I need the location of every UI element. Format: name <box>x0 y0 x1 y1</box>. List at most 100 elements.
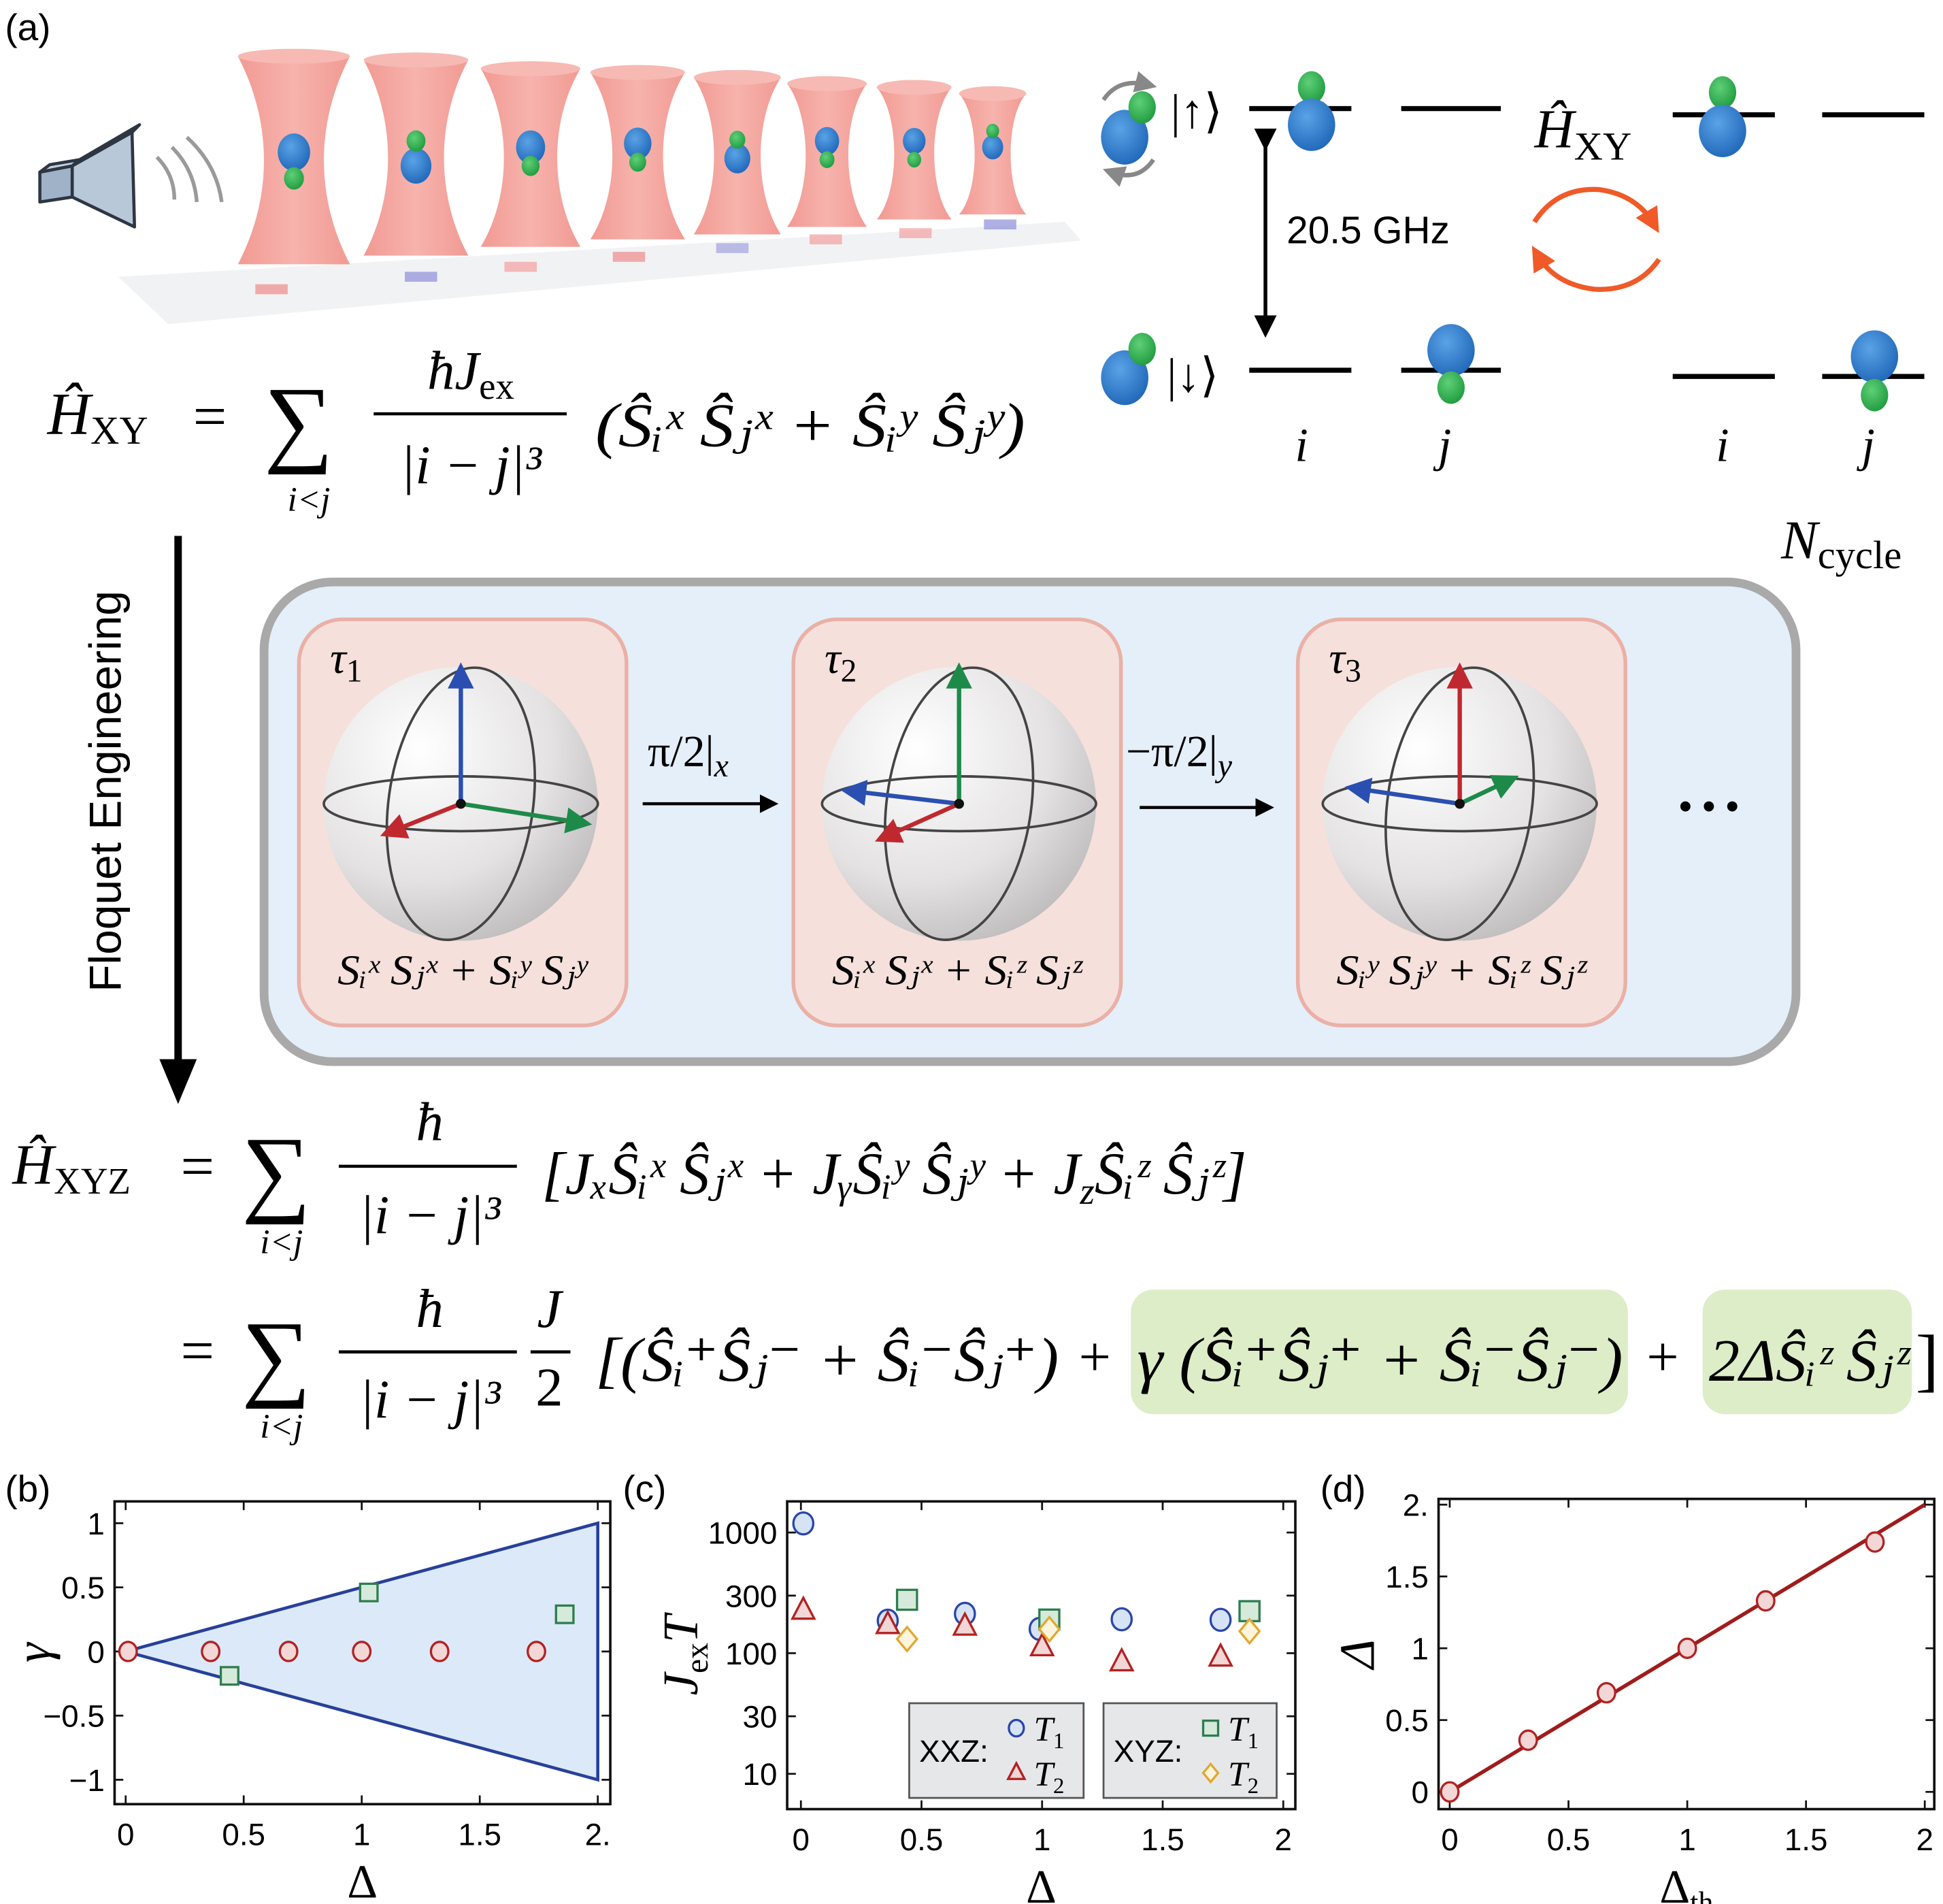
optical-tweezer <box>959 86 1027 215</box>
n-cycle-sub: cycle <box>1818 533 1902 577</box>
series-xxz <box>118 1641 546 1662</box>
y-axis-label-main: γ <box>5 1641 61 1662</box>
eq-xyz-hopping-term: [(Ŝᵢ⁺Ŝⱼ⁻ + Ŝᵢ⁻Ŝⱼ⁺) <box>595 1325 1059 1394</box>
optical-tweezer <box>480 61 581 247</box>
y-axis-label-tail: T <box>653 1611 708 1643</box>
y-tick-label: 2. <box>1403 1488 1429 1523</box>
readout-pixel <box>899 228 932 238</box>
equation-h-xyz: ĤXYZ = ∑ i<j ħ |i − j|³ [JₓŜᵢˣ Ŝⱼˣ + JᵧŜ… <box>12 1091 1939 1446</box>
interaction-term-label: Sᵢʸ Sⱼʸ + Sᵢᶻ Sⱼᶻ <box>1336 948 1588 994</box>
series-xyz <box>219 1582 575 1686</box>
site-label-i-after: i <box>1716 420 1729 472</box>
data-point-circle <box>527 1641 546 1662</box>
eq-xyz-sum: ∑ <box>242 1117 311 1225</box>
y-tick-label: −0.5 <box>43 1699 104 1734</box>
molecule-up-icon <box>1101 71 1157 187</box>
y-axis-label-sub: ex <box>680 1643 715 1673</box>
data-point-circle <box>1008 1718 1025 1738</box>
pulse-1-sub: x <box>714 749 729 784</box>
eq-xyz-sum-index: i<j <box>260 1223 303 1262</box>
molecule-blue-atom <box>516 130 546 165</box>
optical-tweezer <box>693 69 781 235</box>
data-point-circle <box>1755 1590 1776 1612</box>
data-point-triangle <box>1006 1760 1027 1780</box>
data-point-diamond <box>1201 1762 1220 1784</box>
exchange-arrow-top <box>1532 186 1659 233</box>
y-tick-label: 1000 <box>708 1516 778 1551</box>
optical-tweezer <box>787 76 867 227</box>
tau-symbol: τ <box>1329 634 1346 683</box>
data-point-triangle <box>790 1595 816 1620</box>
hamiltonian-symbol: Ĥ <box>1534 99 1577 159</box>
molecule-blue-atom <box>903 127 926 154</box>
molecule-blue-atom <box>982 135 1003 160</box>
pulse-2-main: −π/2| <box>1126 727 1218 776</box>
molecule-green-atom <box>986 123 999 139</box>
y-tick-label: 0 <box>87 1635 104 1669</box>
interaction-term-label: Sᵢˣ Sⱼˣ + Sᵢʸ Sⱼʸ <box>337 948 588 994</box>
tau-subscript: 3 <box>1345 654 1361 689</box>
x-axis-label: Δ <box>347 1856 378 1904</box>
tau-symbol: τ <box>330 634 348 683</box>
molecule-i-blue-after <box>1699 105 1746 157</box>
eq-xyz-body-b: Ŝᵢᶻ Ŝⱼᶻ] <box>1095 1141 1247 1207</box>
tweezer-top <box>876 80 952 95</box>
molecule-j-green <box>1437 371 1465 404</box>
x-axis-label-main: Δ <box>1026 1861 1057 1904</box>
data-point-square <box>219 1666 239 1686</box>
data-point-circle <box>352 1641 372 1662</box>
molecule-j-blue <box>1427 324 1475 377</box>
equation-h-xy: ĤXY = ∑ i<j ħJex |i − j|³ (Ŝᵢˣ Ŝⱼˣ + Ŝᵢʸ… <box>47 340 1025 519</box>
legend-background <box>908 1702 1085 1799</box>
floquet-engineering-label: Floquet Engineering <box>80 591 131 992</box>
legend-entry-sub: 2 <box>1248 1774 1259 1799</box>
series-xxz-t2 <box>790 1595 1233 1672</box>
data-point-triangle <box>952 1611 978 1636</box>
panel-label-c: (c) <box>622 1467 666 1509</box>
hamiltonian-xy-label: ĤXY <box>1534 99 1632 168</box>
optical-tweezer <box>590 65 685 240</box>
eq-xyz-body-a: [JₓŜᵢˣ Ŝⱼˣ + JᵧŜᵢʸ Ŝⱼʸ + J <box>542 1141 1082 1207</box>
sphere-origin <box>456 798 466 809</box>
eq-xyz-delta-term: 2ΔŜᵢᶻ Ŝⱼᶻ <box>1709 1328 1912 1394</box>
y-axis-label: γ <box>5 1641 61 1662</box>
interaction-term-label: Sᵢˣ Sⱼˣ + Sᵢᶻ Sⱼᶻ <box>832 948 1084 994</box>
molecule-i-green-after <box>1708 76 1737 109</box>
eq-xy-lhs: ĤXY <box>47 381 148 453</box>
molecule-blue-atom <box>278 133 310 171</box>
data-point-square <box>895 1588 918 1611</box>
panel-label-a: (a) <box>5 6 50 48</box>
x-tick-label: 0 <box>1441 1822 1458 1857</box>
data-point-diamond <box>1238 1618 1261 1645</box>
pulse-1-main: π/2| <box>648 727 714 776</box>
y-tick-label: −1 <box>69 1763 105 1798</box>
x-tick-label: 0.5 <box>1547 1822 1591 1857</box>
axis-arrow-green <box>1459 775 1519 806</box>
x-tick-label: 0.5 <box>222 1818 265 1852</box>
eq-xyz-line2-equals: = <box>180 1318 214 1384</box>
y-tick-label: 1 <box>1411 1632 1428 1667</box>
tau-symbol: τ <box>825 634 842 683</box>
eq-xy-sum: ∑ <box>264 367 333 475</box>
legend-entry-sub: 1 <box>1248 1729 1259 1754</box>
sphere-origin <box>1455 798 1465 809</box>
spin-down-state-label: |↓⟩ <box>1167 350 1218 402</box>
data-point-circle <box>1440 1781 1460 1803</box>
optical-tweezer <box>363 52 469 256</box>
data-point-triangle <box>1208 1642 1233 1667</box>
legend-entry-label: T2 <box>1228 1755 1259 1799</box>
eq-xyz-denominator: |i − j|³ <box>359 1185 502 1246</box>
molecule-green-atom <box>729 131 746 149</box>
x-tick-label: 1.5 <box>1784 1822 1828 1857</box>
y-axis-label-main: Δ <box>1329 1639 1384 1671</box>
molecule-down-icon <box>1101 333 1156 406</box>
y-tick-label: 300 <box>725 1579 777 1613</box>
molecule-green-atom <box>521 155 540 176</box>
delta-term-highlight <box>1702 1290 1912 1415</box>
data-point-triangle <box>1029 1632 1055 1657</box>
energy-level-diagram: |↑⟩ |↓⟩ 20.5 GHz ĤXY i j i j <box>1101 71 1925 472</box>
